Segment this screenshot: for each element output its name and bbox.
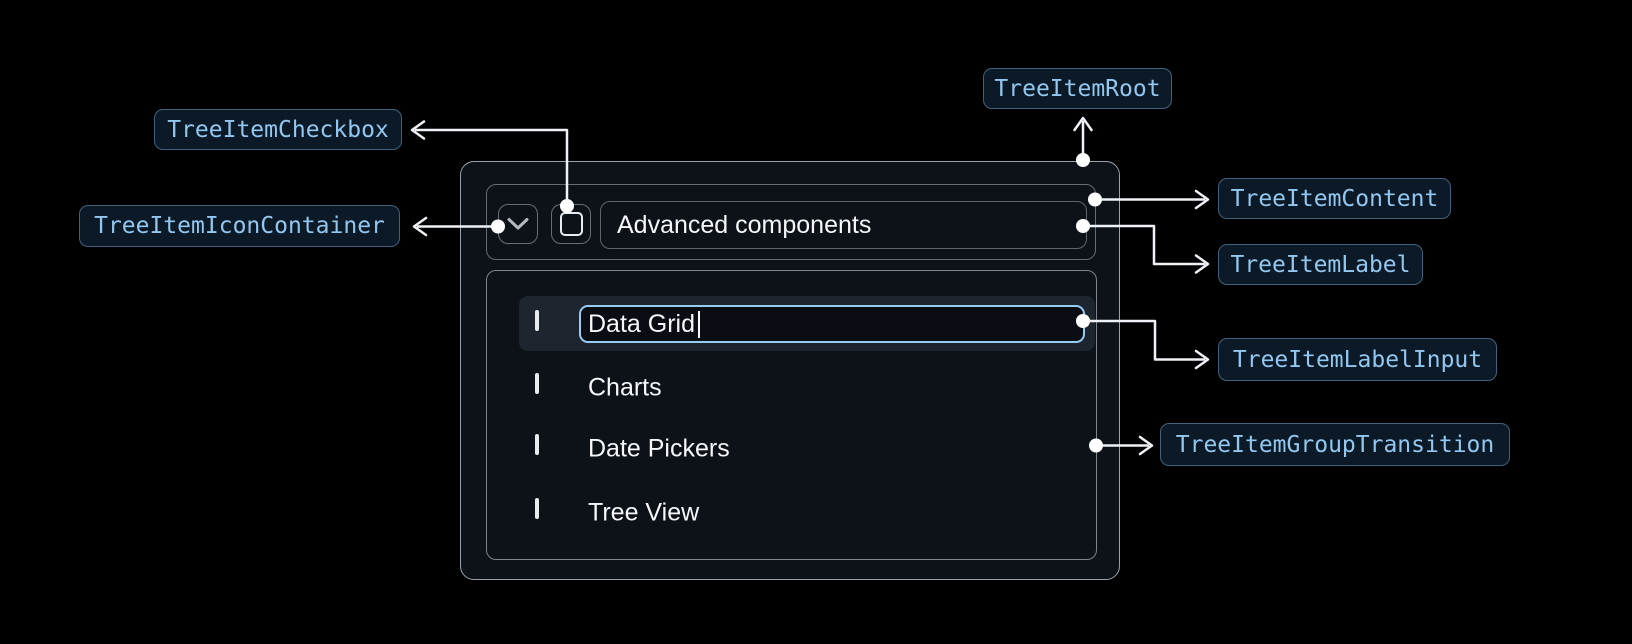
badge-tree-item-group-transition: TreeItemGroupTransition [1160, 423, 1510, 466]
tree-item-group-transition: Data Grid Charts Date Pickers Tree View [486, 270, 1097, 560]
row-label-charts[interactable]: Charts [588, 373, 662, 402]
label-input-value: Data Grid [588, 309, 695, 338]
tree-item-content[interactable]: Advanced components [486, 184, 1096, 260]
checkbox-unchecked-icon [535, 310, 539, 331]
row-label-date-pickers[interactable]: Date Pickers [588, 434, 730, 463]
row-checkbox-date-pickers[interactable] [535, 434, 539, 455]
row-label-tree-view[interactable]: Tree View [588, 498, 700, 527]
checkbox-unchecked-icon [559, 212, 583, 236]
expand-collapse-button[interactable] [498, 204, 538, 244]
checkbox-unchecked-icon [535, 498, 539, 519]
checkbox-unchecked-icon [535, 434, 539, 455]
badge-tree-item-root: TreeItemRoot [983, 68, 1172, 109]
row-checkbox-data-grid[interactable] [535, 310, 539, 331]
parent-item-label: Advanced components [617, 210, 872, 239]
badge-tree-item-label-input: TreeItemLabelInput [1218, 338, 1497, 381]
badge-tree-item-checkbox: TreeItemCheckbox [154, 109, 402, 150]
tree-item-root: Advanced components Data Grid Charts Da [460, 161, 1120, 580]
checkbox-unchecked-icon [535, 373, 539, 394]
tree-item-label[interactable]: Advanced components [600, 201, 1087, 249]
chevron-down-icon [507, 218, 529, 230]
badge-tree-item-icon-container: TreeItemIconContainer [79, 205, 400, 247]
tree-item-label-input[interactable]: Data Grid [579, 305, 1085, 343]
badge-tree-item-content: TreeItemContent [1218, 178, 1451, 219]
row-checkbox-tree-view[interactable] [535, 498, 539, 519]
text-caret [697, 310, 700, 338]
badge-tree-item-label: TreeItemLabel [1218, 244, 1423, 285]
tree-item-checkbox-button[interactable] [551, 204, 591, 244]
row-checkbox-charts[interactable] [535, 373, 539, 394]
connector-root [1073, 116, 1093, 167]
